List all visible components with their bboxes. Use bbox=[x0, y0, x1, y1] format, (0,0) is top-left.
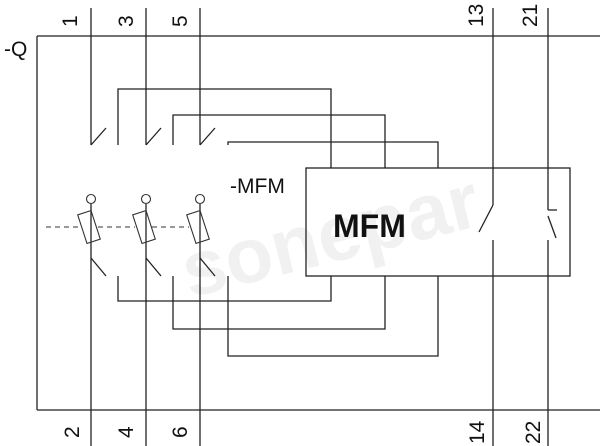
device-label: -Q bbox=[4, 38, 27, 61]
terminal-bottom-22: 22 bbox=[522, 421, 545, 444]
terminal-top-5: 5 bbox=[169, 15, 192, 27]
terminal-bottom-6: 6 bbox=[169, 426, 192, 438]
main-pole-wires bbox=[85, 8, 216, 446]
terminal-bottom-14: 14 bbox=[466, 420, 489, 444]
module-text: MFM bbox=[333, 208, 406, 244]
trip-elements bbox=[46, 209, 210, 245]
terminal-bottom-4: 4 bbox=[115, 426, 138, 438]
terminal-top-3: 3 bbox=[115, 15, 138, 27]
mfm-module: -MFM MFM bbox=[230, 167, 571, 277]
module-label: -MFM bbox=[230, 175, 285, 198]
device-outline bbox=[36, 35, 600, 411]
terminal-top-13: 13 bbox=[465, 4, 488, 27]
lower-blades bbox=[90, 257, 216, 277]
aux-contact-13-14 bbox=[478, 8, 494, 446]
module-feed-wires bbox=[117, 88, 439, 357]
aux-contact-21-22 bbox=[547, 8, 557, 446]
terminal-top-21: 21 bbox=[519, 4, 542, 27]
watermark: sonepar bbox=[172, 156, 488, 315]
terminal-top-1: 1 bbox=[59, 15, 82, 27]
terminal-bottom-2: 2 bbox=[61, 426, 84, 438]
